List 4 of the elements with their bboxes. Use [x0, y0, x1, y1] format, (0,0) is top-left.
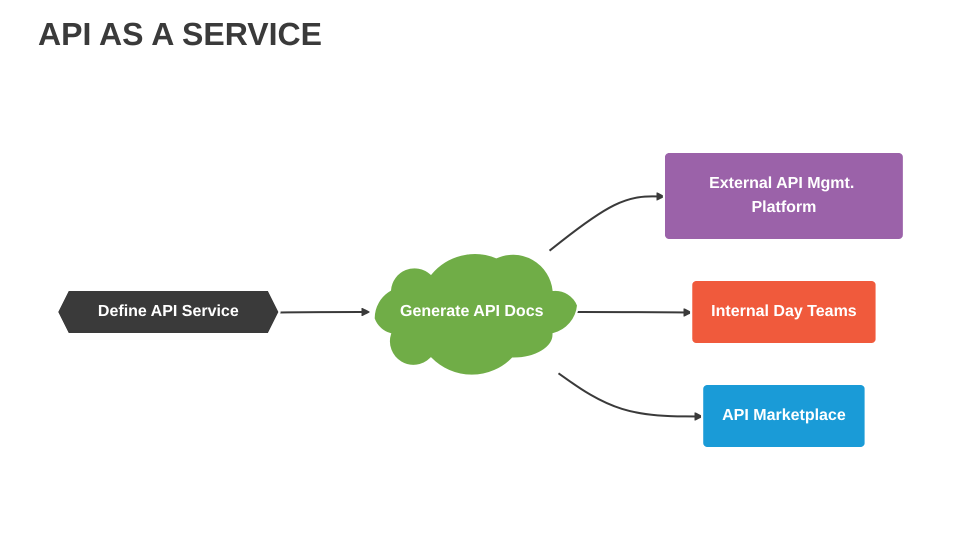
arrow: [280, 308, 370, 316]
arrow: [548, 192, 664, 252]
title: API AS A SERVICE: [38, 16, 322, 53]
arrow: [557, 372, 703, 421]
